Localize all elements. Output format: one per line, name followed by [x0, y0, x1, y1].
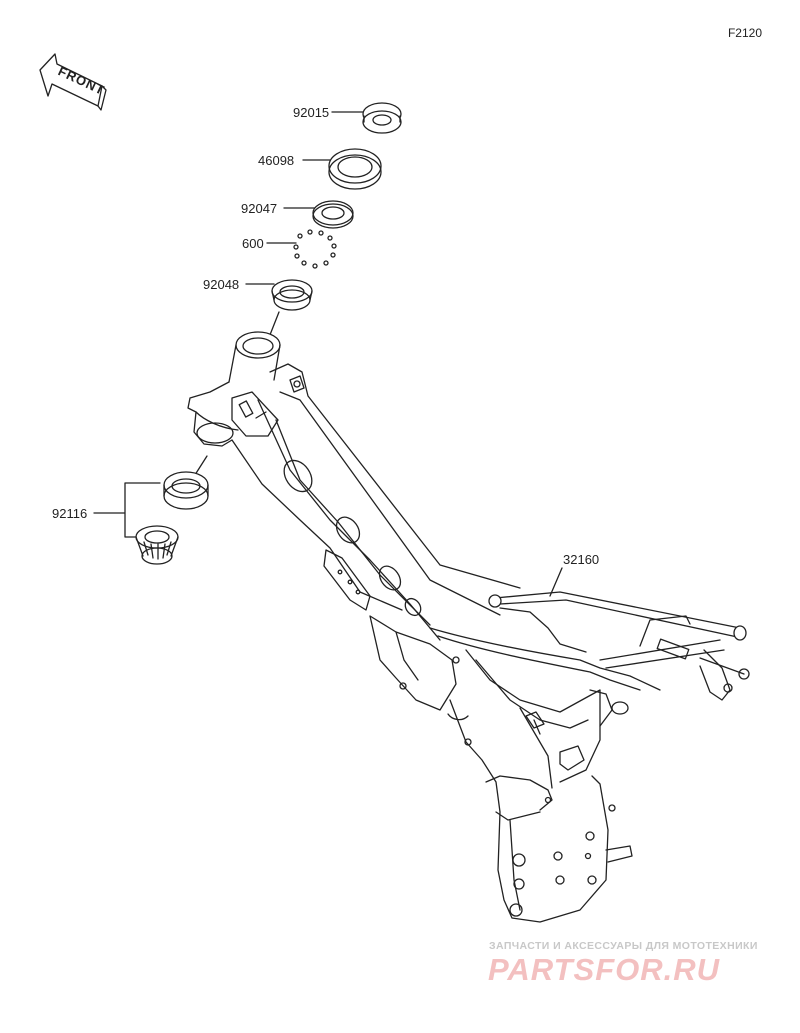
part-92047 — [312, 200, 354, 229]
part-46098 — [328, 148, 382, 190]
part-92015 — [362, 102, 402, 134]
part-32160-frame — [187, 331, 750, 923]
part-92048 — [271, 279, 313, 311]
part-label-600[interactable]: 600 — [242, 236, 264, 251]
part-label-92047[interactable]: 92047 — [241, 201, 278, 216]
figure-code: F2120 — [727, 26, 762, 40]
part-label-92048[interactable]: 92048 — [203, 277, 240, 292]
part-label-32160[interactable]: 32160 — [563, 552, 600, 567]
part-600-balls — [293, 229, 337, 269]
watermark-logo: PARTSFOR.RU — [488, 952, 721, 987]
part-92116-bearing — [135, 525, 179, 565]
watermark-tagline: ЗАПЧАСТИ И АКСЕССУАРЫ ДЛЯ МОТОТЕХНИКИ — [489, 940, 758, 952]
part-label-92116[interactable]: 92116 — [52, 506, 88, 521]
front-arrow-icon: FRONT — [39, 53, 107, 111]
part-label-46098[interactable]: 46098 — [258, 153, 295, 168]
part-label-92015[interactable]: 92015 — [293, 105, 330, 120]
part-92116-race — [163, 471, 209, 510]
